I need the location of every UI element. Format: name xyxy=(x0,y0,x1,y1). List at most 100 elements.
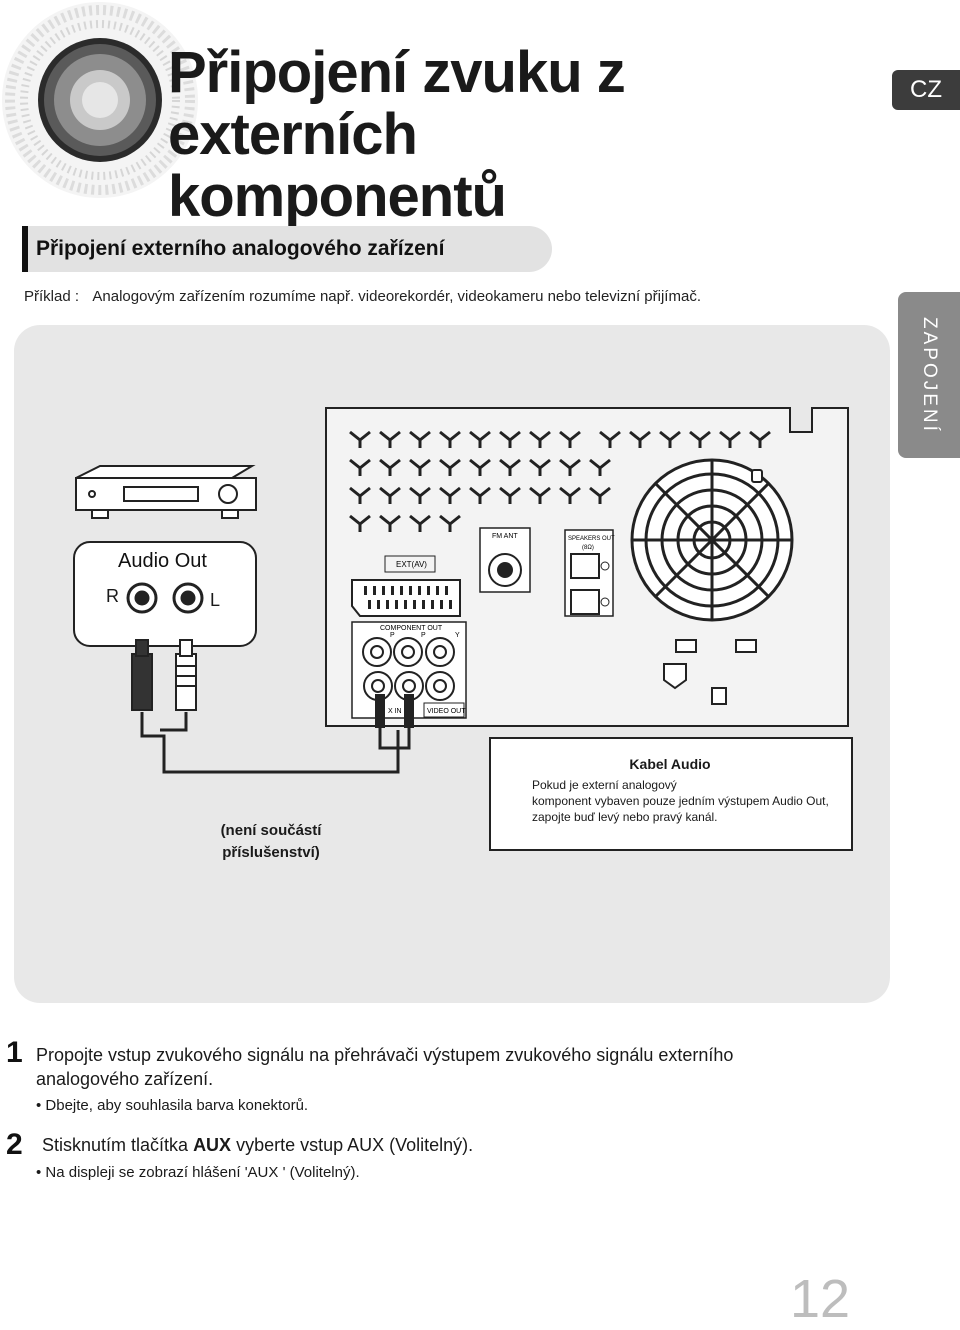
step-note-2: • Na displeji se zobrazí hlášení 'AUX ' … xyxy=(36,1164,360,1181)
vent-slot xyxy=(439,486,461,504)
vent-slot xyxy=(349,486,371,504)
scart-pin xyxy=(400,586,403,595)
aux-plugs xyxy=(375,694,414,728)
vent-slot xyxy=(409,430,431,448)
vent-slot xyxy=(529,430,551,448)
scart-pin xyxy=(427,586,430,595)
audio-out-box xyxy=(73,541,257,647)
aux-in-label: X IN xyxy=(388,708,402,715)
vent-slot xyxy=(529,458,551,476)
scart-pin xyxy=(395,600,398,609)
step2-text-after: vyberte vstup AUX (Volitelný). xyxy=(231,1135,474,1155)
page-title: Připojení zvuku z externích komponentů xyxy=(168,42,888,228)
screw-top xyxy=(751,469,763,483)
vent-slot xyxy=(559,486,581,504)
vent-slot xyxy=(349,514,371,532)
language-badge: CZ xyxy=(892,70,960,110)
side-tab-label: ZAPOJENÍ xyxy=(919,316,940,434)
vent-slot xyxy=(379,486,401,504)
vent-slot xyxy=(589,486,611,504)
page-number: 12 xyxy=(790,1269,851,1329)
scart-pin xyxy=(382,586,385,595)
scart-pin xyxy=(422,600,425,609)
pr-label: P xyxy=(390,632,395,639)
vent-grille xyxy=(349,430,771,532)
scart-pin xyxy=(373,586,376,595)
example-text: Analogovým zařízením rozumíme např. vide… xyxy=(92,288,701,305)
vent-slot xyxy=(599,430,621,448)
step-text-2: Stisknutím tlačítka AUX vyberte vstup AU… xyxy=(42,1135,473,1156)
scart-pin xyxy=(431,600,434,609)
vent-slot xyxy=(529,486,551,504)
cable-callout-box xyxy=(489,737,853,851)
y-label: Y xyxy=(455,632,460,639)
vent-slot xyxy=(409,514,431,532)
step-note-1: • Dbejte, aby souhlasila barva konektorů… xyxy=(36,1097,309,1114)
section-header xyxy=(22,226,552,272)
speakers-out-label: SPEAKERS OUT xyxy=(568,536,615,542)
rca-cable-left xyxy=(131,639,153,711)
fm-ant-label: FM ANT xyxy=(492,533,518,540)
rca-cable-right xyxy=(175,639,197,711)
page-title-line2: komponentů xyxy=(168,164,507,229)
vent-slot xyxy=(499,486,521,504)
callout-body: Pokud je externí analogový komponent vyb… xyxy=(532,777,842,825)
scart-pin xyxy=(377,600,380,609)
channel-r-label: R xyxy=(106,586,119,606)
step2-text-before: Stisknutím tlačítka xyxy=(42,1135,194,1155)
vent-slot xyxy=(659,430,681,448)
vent-slot xyxy=(589,458,611,476)
example-label: Příklad : xyxy=(24,288,80,305)
scart-pin xyxy=(391,586,394,595)
vent-slot xyxy=(629,430,651,448)
vent-slot xyxy=(349,458,371,476)
cooling-fan xyxy=(630,458,794,622)
scart-pin xyxy=(368,600,371,609)
speaker-graphic xyxy=(2,2,198,198)
vent-slot xyxy=(719,430,741,448)
example-line: Příklad : Analogovým zařízením rozumíme … xyxy=(24,288,701,305)
vent-slot xyxy=(469,458,491,476)
vent-slot xyxy=(379,458,401,476)
pb-label: P xyxy=(421,632,426,639)
callout-line1: Pokud je externí analogový xyxy=(532,778,677,792)
scart-pin xyxy=(404,600,407,609)
external-device xyxy=(75,465,257,519)
vent-slot xyxy=(559,430,581,448)
section-header-bar xyxy=(22,226,28,272)
vent-slot xyxy=(439,514,461,532)
page-title-line1: Připojení zvuku z externích xyxy=(168,40,626,167)
video-out-label: VIDEO OUT xyxy=(427,708,466,715)
callout-line2: komponent vybaven pouze jedním výstupem … xyxy=(532,794,829,808)
connection-diagram: FM ANT SPEAKERS OUT (8Ω) EXT(AV) COMPONE… xyxy=(73,407,853,851)
scart-pin xyxy=(409,586,412,595)
scart-pin xyxy=(445,586,448,595)
scart-pin xyxy=(436,586,439,595)
scart-pin xyxy=(418,586,421,595)
audio-out-label: Audio Out xyxy=(118,550,207,572)
vent-slot xyxy=(469,430,491,448)
channel-l-label: L xyxy=(210,590,221,610)
step-number-2: 2 xyxy=(6,1128,23,1161)
scart-pin xyxy=(449,600,452,609)
vent-slot xyxy=(559,458,581,476)
callout-title: Kabel Audio xyxy=(629,756,711,772)
vent-slot xyxy=(439,430,461,448)
section-title: Připojení externího analogového zařízení xyxy=(36,237,445,260)
side-tab xyxy=(898,292,960,458)
not-included-line1: (není součástí xyxy=(220,822,322,839)
component-out-label: COMPONENT OUT xyxy=(380,625,443,632)
scart-port xyxy=(351,579,461,617)
vent-slot xyxy=(439,458,461,476)
vent-slot xyxy=(379,514,401,532)
vent-slot xyxy=(469,486,491,504)
step-number-1: 1 xyxy=(6,1036,23,1069)
scart-pin xyxy=(413,600,416,609)
not-included-line2: příslušenství) xyxy=(222,844,320,861)
vent-slot xyxy=(349,430,371,448)
step-text-1: Propojte vstup zvukového signálu na přeh… xyxy=(36,1045,734,1089)
vent-slot xyxy=(749,430,771,448)
callout-line3: zapojte buď levý nebo pravý kanál. xyxy=(532,810,718,824)
vent-slot xyxy=(379,430,401,448)
vent-slot xyxy=(409,486,431,504)
